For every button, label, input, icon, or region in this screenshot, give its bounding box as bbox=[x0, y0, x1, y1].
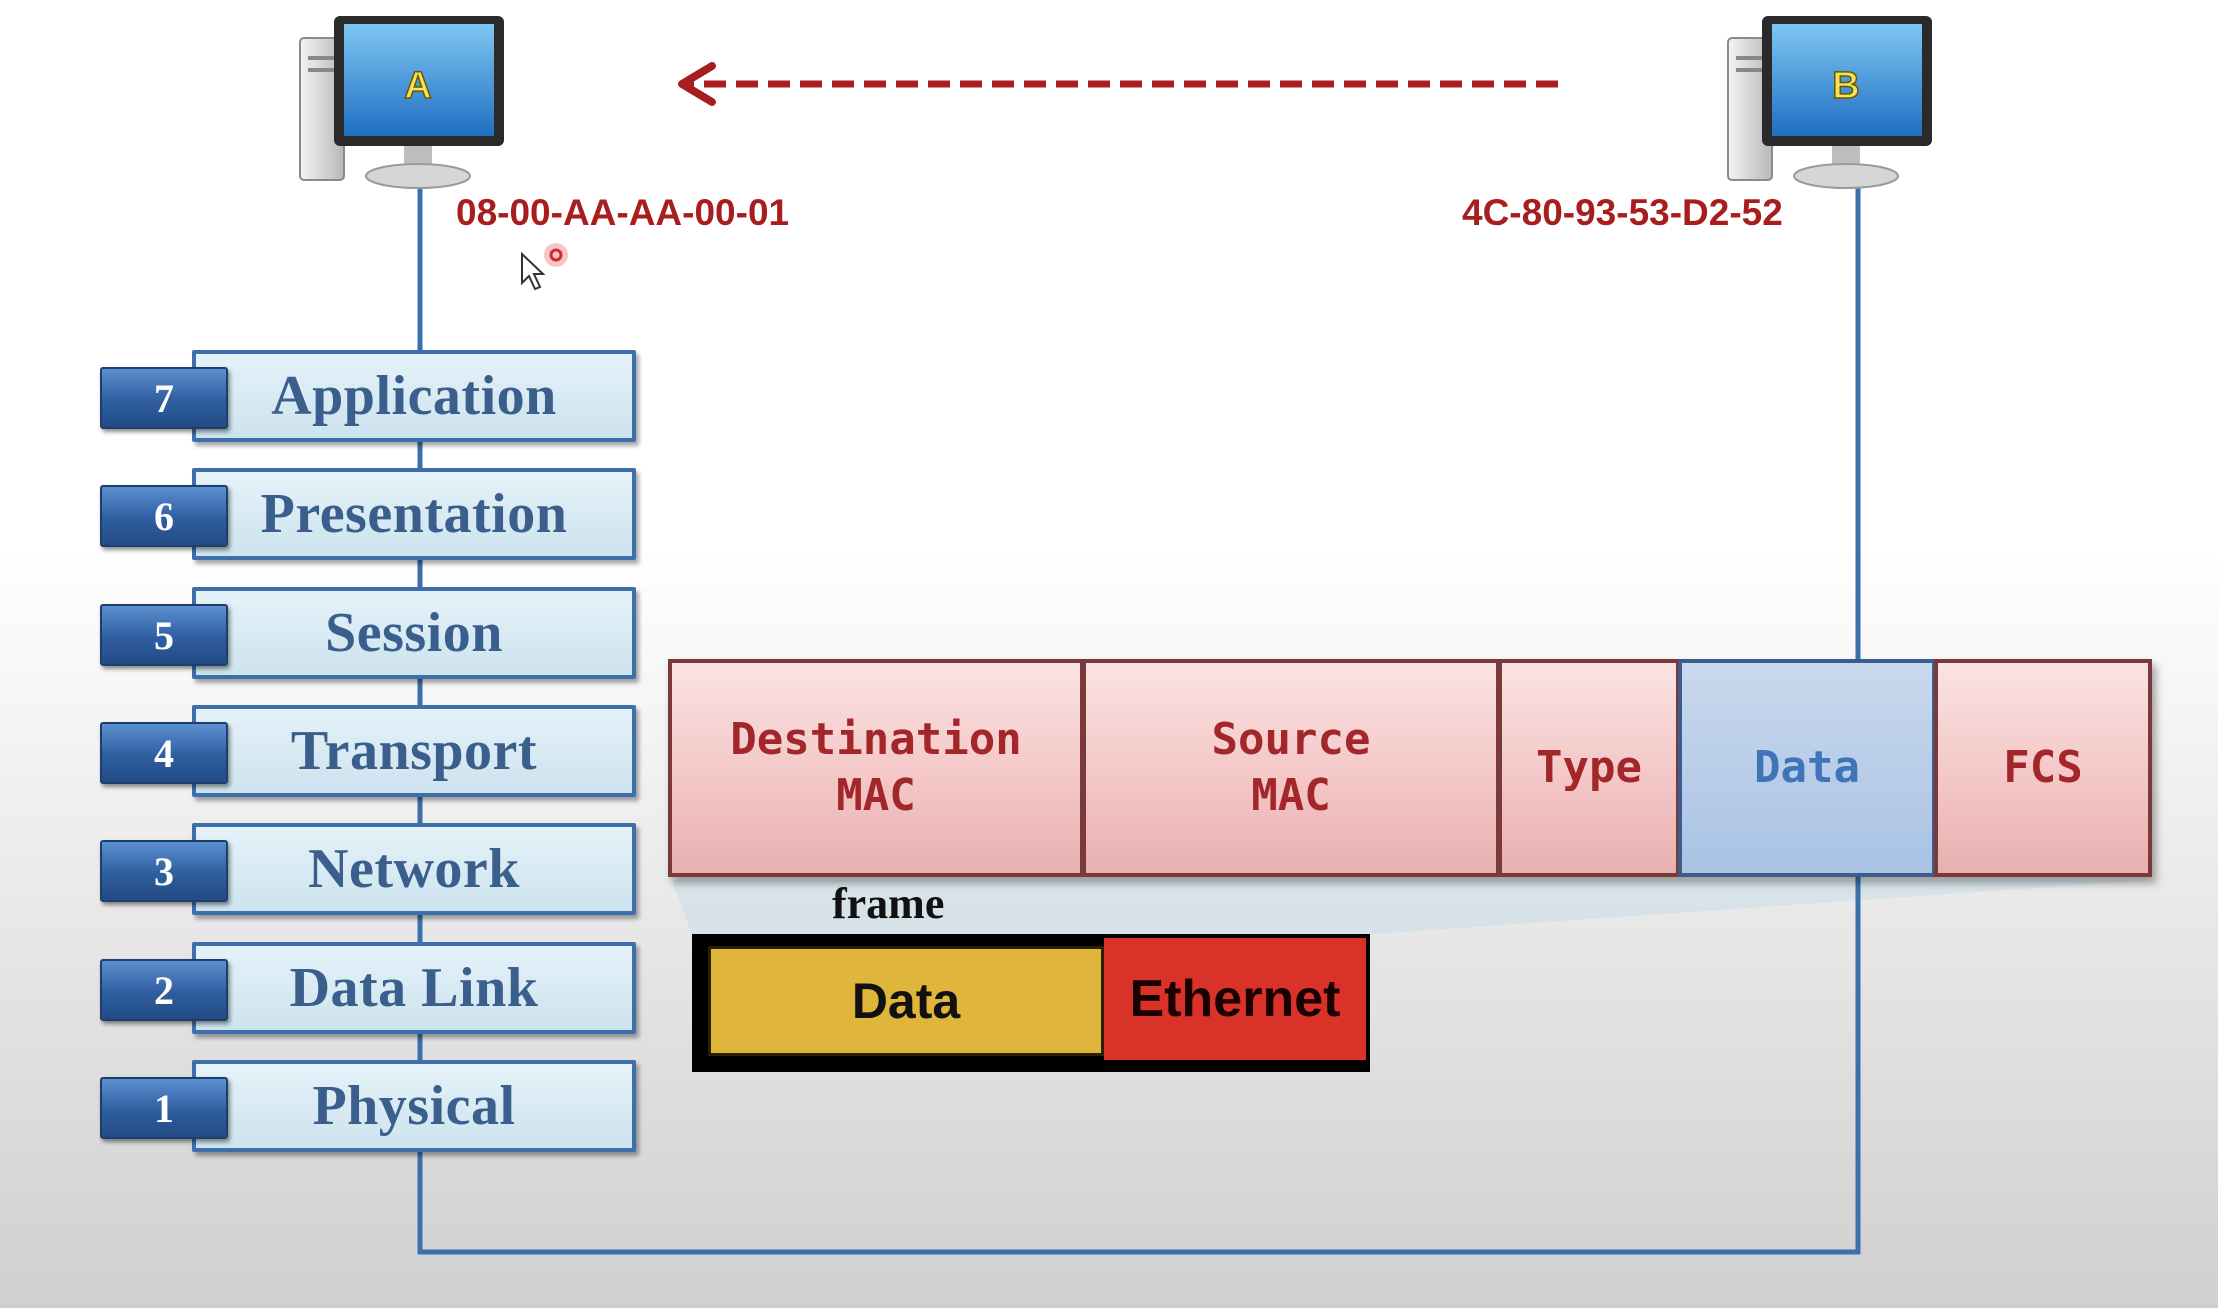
osi-layer-data-link: Data Link 2 bbox=[100, 942, 636, 1036]
mouse-cursor-icon bbox=[521, 243, 568, 291]
layer-label: Data Link bbox=[192, 942, 636, 1034]
layer-label: Session bbox=[192, 587, 636, 679]
layer-number-badge: 5 bbox=[100, 604, 228, 666]
frame-field-fcs: FCS bbox=[1934, 659, 2152, 877]
layer-number-badge: 4 bbox=[100, 722, 228, 784]
computer-b-icon: B bbox=[1724, 12, 1954, 192]
osi-layer-network: Network 3 bbox=[100, 823, 636, 917]
layer-number-badge: 6 bbox=[100, 485, 228, 547]
layer-number-badge: 7 bbox=[100, 367, 228, 429]
mac-address-b: 4C-80-93-53-D2-52 bbox=[1462, 192, 1783, 233]
osi-layer-physical: Physical 1 bbox=[100, 1060, 636, 1154]
encapsulated-data-block: Data bbox=[708, 946, 1104, 1056]
mac-address-a: 08-00-AA-AA-00-01 bbox=[456, 192, 790, 233]
ethernet-header-block: Ethernet bbox=[1104, 938, 1366, 1060]
computer-a-icon: A bbox=[296, 12, 526, 192]
field-label-line2: MAC bbox=[1251, 770, 1331, 821]
computer-a-label: A bbox=[404, 65, 431, 107]
frame-callout-wedge bbox=[672, 880, 2148, 935]
layer-label: Transport bbox=[192, 705, 636, 797]
osi-layer-presentation: Presentation 6 bbox=[100, 468, 636, 562]
osi-layer-application: Application 7 bbox=[100, 350, 636, 444]
arrow-head-icon bbox=[678, 62, 716, 106]
field-label-line1: Source bbox=[1211, 714, 1371, 765]
ethernet-frame: Destination MAC Source MAC Type Data FCS bbox=[668, 659, 2152, 877]
frame-label: frame bbox=[832, 879, 945, 928]
field-label-line2: MAC bbox=[836, 770, 916, 821]
layer-label: Presentation bbox=[192, 468, 636, 560]
computer-b-label: B bbox=[1832, 65, 1859, 107]
field-label-line1: Destination bbox=[730, 714, 1022, 765]
layer-label: Network bbox=[192, 823, 636, 915]
layer-label: Application bbox=[192, 350, 636, 442]
layer-number-badge: 2 bbox=[100, 959, 228, 1021]
encapsulated-frame: Data Ethernet bbox=[692, 934, 1370, 1072]
osi-layer-transport: Transport 4 bbox=[100, 705, 636, 799]
layer-number-badge: 3 bbox=[100, 840, 228, 902]
frame-field-source-mac: Source MAC bbox=[1082, 659, 1498, 877]
layer-number-badge: 1 bbox=[100, 1077, 228, 1139]
frame-field-destination-mac: Destination MAC bbox=[668, 659, 1082, 877]
osi-layer-session: Session 5 bbox=[100, 587, 636, 681]
layer-label: Physical bbox=[192, 1060, 636, 1152]
frame-field-type: Type bbox=[1498, 659, 1678, 877]
frame-field-data: Data bbox=[1678, 659, 1934, 877]
